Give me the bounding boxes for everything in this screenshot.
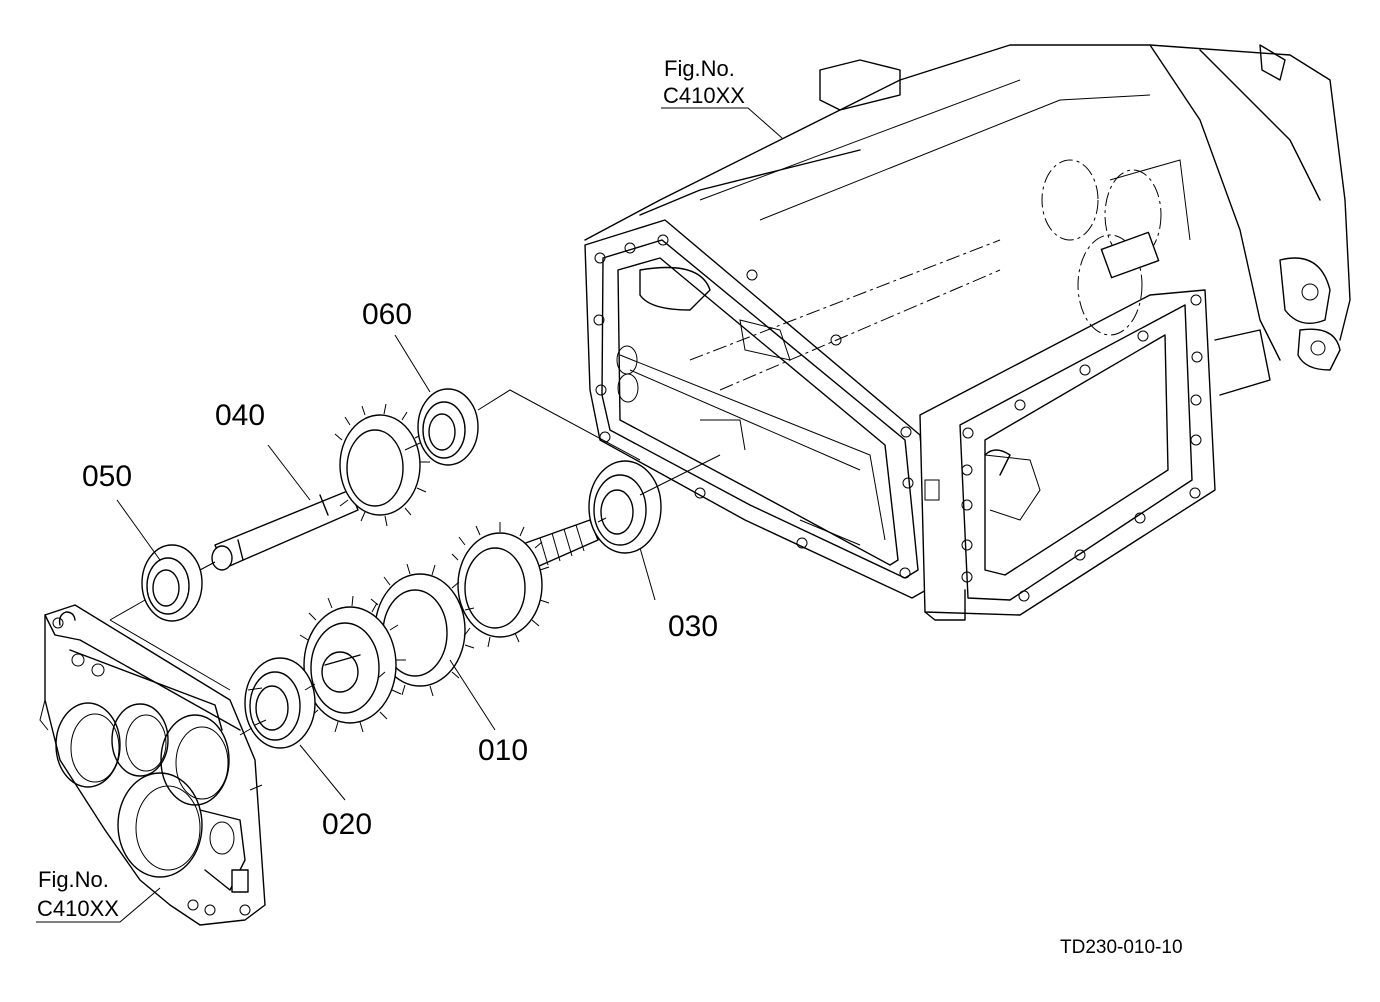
part-callout-050: 050 — [82, 460, 132, 493]
figure-code: TD230-010-10 — [1060, 937, 1183, 958]
part-callout-040: 040 — [215, 399, 265, 432]
reference-label-bottom-line1: Fig.No. — [38, 867, 109, 892]
bearing-030 — [588, 460, 662, 554]
leader-lines — [36, 107, 783, 923]
shaft-040 — [211, 403, 430, 571]
part-callout-030: 030 — [668, 610, 718, 643]
gear-shaft-010 — [296, 519, 599, 733]
reference-label-bottom-line2: C410XX — [37, 896, 119, 921]
bearing-060 — [417, 388, 479, 466]
bearing-050 — [141, 544, 203, 622]
transmission-case — [584, 44, 1351, 621]
part-callout-020: 020 — [322, 808, 372, 841]
part-callout-060: 060 — [362, 298, 412, 331]
assembly-lines — [109, 389, 721, 736]
bearing-020 — [244, 657, 316, 749]
reference-label-top-line1: Fig.No. — [664, 56, 735, 81]
reference-label-top-line2: C410XX — [663, 83, 745, 108]
front-cover — [39, 604, 266, 926]
part-callout-010: 010 — [478, 734, 528, 767]
